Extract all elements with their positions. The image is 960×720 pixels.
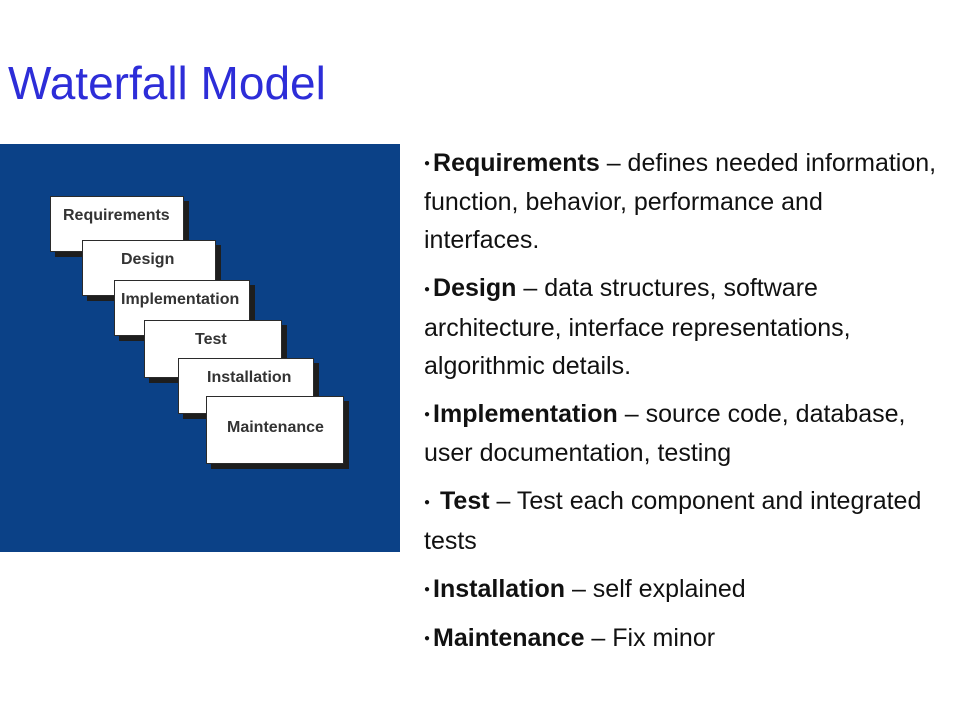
- bullet-list: ●Requirements – defines needed informati…: [424, 144, 944, 668]
- slide-title: Waterfall Model: [8, 57, 326, 109]
- bullet-dot-icon: ●: [424, 496, 431, 508]
- bullet-term: Maintenance: [433, 623, 585, 652]
- bullet-item: ●Design – data structures, software arch…: [424, 269, 944, 384]
- bullet-dot-icon: ●: [424, 158, 431, 170]
- bullet-item: ● Test – Test each component and integra…: [424, 482, 944, 559]
- stage-box-maintenance: Maintenance: [206, 396, 344, 464]
- waterfall-diagram: Requirements Design Implementation Test …: [0, 144, 400, 552]
- bullet-text: – Fix minor: [584, 623, 716, 652]
- bullet-text: – Test each component and integrated tes…: [424, 487, 922, 555]
- bullet-item: ●Implementation – source code, database,…: [424, 395, 944, 472]
- bullet-term: Implementation: [433, 399, 618, 428]
- bullet-text: – defines needed information, function, …: [424, 149, 937, 255]
- bullet-term: Design: [433, 274, 517, 303]
- bullet-term: Installation: [433, 574, 566, 603]
- bullet-term: Test: [440, 487, 490, 516]
- stage-label: Requirements: [63, 207, 170, 224]
- bullet-text: – self explained: [565, 574, 746, 603]
- stage-label: Installation: [207, 369, 292, 386]
- bullet-text: – source code, database, user documentat…: [424, 399, 906, 468]
- bullet-dot-icon: ●: [424, 409, 431, 421]
- stage-label: Design: [121, 251, 175, 268]
- stage-label: Maintenance: [227, 419, 324, 436]
- bullet-item: ●Installation – self explained: [424, 570, 944, 609]
- bullet-term: Requirements: [433, 149, 600, 177]
- bullet-text: – data structures, software architecture…: [424, 274, 851, 380]
- bullet-dot-icon: ●: [424, 283, 431, 295]
- bullet-dot-icon: ●: [424, 633, 431, 645]
- bullet-item: ●Requirements – defines needed informati…: [424, 144, 944, 259]
- stage-label: Implementation: [121, 291, 240, 308]
- stage-label: Test: [195, 331, 227, 348]
- bullet-item: ●Maintenance – Fix minor: [424, 619, 944, 658]
- bullet-dot-icon: ●: [424, 583, 431, 595]
